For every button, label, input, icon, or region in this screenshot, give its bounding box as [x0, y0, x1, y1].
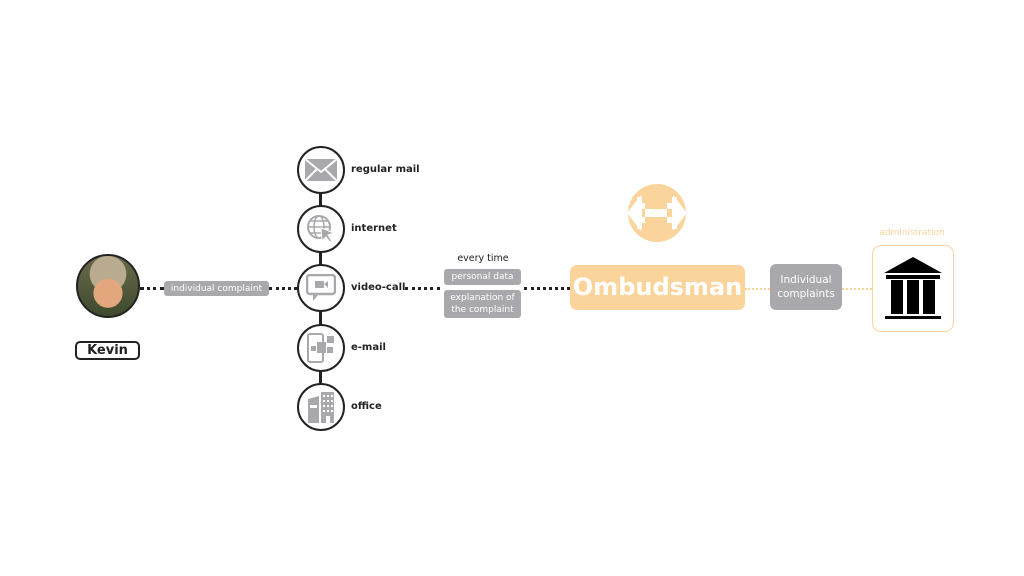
devices-icon	[307, 333, 334, 363]
administration-label: administration	[879, 228, 945, 238]
dotted-connector	[842, 288, 872, 290]
envelope-icon	[305, 159, 337, 181]
ombudsman-logo-icon	[627, 184, 687, 242]
channel-regular-mail	[297, 146, 345, 194]
channel-label: video-call	[351, 282, 406, 293]
dotted-connector	[269, 287, 297, 290]
channel-label: e-mail	[351, 342, 386, 353]
ombudsman-box: Ombudsman	[570, 265, 745, 310]
channel-label: regular mail	[351, 164, 420, 175]
channel-email	[297, 324, 345, 372]
globe-cursor-icon	[307, 215, 336, 243]
explanation-tag: explanation of the complaint	[444, 290, 521, 318]
personal-data-tag: personal data	[444, 269, 521, 285]
channel-label: internet	[351, 223, 397, 234]
every-time-label: every time	[457, 253, 509, 264]
individual-complaints-box: Individual complaints	[770, 264, 842, 310]
building-icon	[308, 392, 334, 423]
channel-office	[297, 383, 345, 431]
video-chat-icon	[306, 274, 336, 301]
individual-complaint-tag: individual complaint	[164, 281, 269, 296]
administration-box	[872, 245, 954, 332]
dotted-connector	[745, 288, 770, 290]
government-building-icon	[884, 256, 942, 319]
channel-video-call	[297, 264, 345, 312]
dotted-connector	[524, 287, 570, 290]
channel-label: office	[351, 401, 382, 412]
user-name-label: Kevin	[75, 341, 140, 360]
channel-internet	[297, 205, 345, 253]
dotted-connector	[405, 287, 440, 290]
dotted-connector	[140, 287, 164, 290]
avatar	[76, 254, 140, 318]
